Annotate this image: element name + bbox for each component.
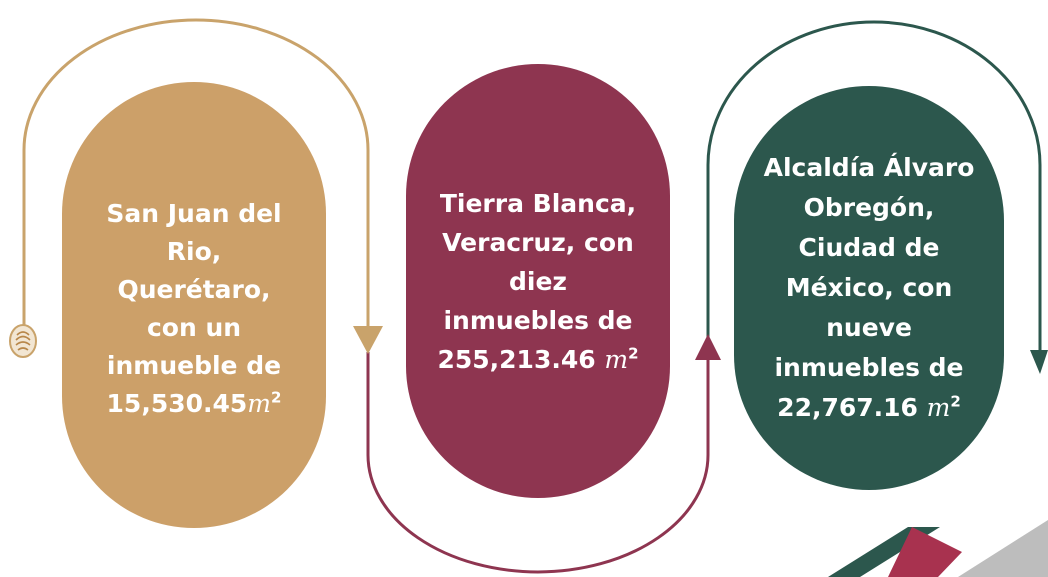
maroon-chevron-shape — [888, 527, 962, 577]
area-unit: m — [247, 389, 272, 418]
location-card-cdmx: Alcaldía Álvaro Obregón, Ciudad de Méxic… — [734, 86, 1004, 490]
location-text: San Juan del Rio, Querétaro, con un inmu… — [106, 195, 281, 423]
text-line: Rio, — [166, 237, 222, 266]
area-unit-exponent: 2 — [271, 388, 282, 407]
area-value: 255,213.46 m2 — [437, 340, 638, 379]
text-line: nueve — [826, 313, 912, 342]
text-line: México, con — [785, 273, 953, 302]
area-number: 22,767.16 — [777, 393, 918, 422]
text-line: diez — [509, 266, 567, 296]
location-text: Tierra Blanca, Veracruz, con diez inmueb… — [437, 184, 638, 379]
text-line: Alcaldía Álvaro — [763, 153, 975, 182]
gray-chevron-shape — [958, 520, 1048, 577]
area-number: 255,213.46 — [437, 344, 596, 374]
text-line: inmuebles de — [443, 305, 633, 335]
area-unit-exponent: 2 — [950, 392, 961, 411]
location-text: Alcaldía Álvaro Obregón, Ciudad de Méxic… — [764, 148, 975, 428]
gold-connector-line — [22, 18, 370, 330]
text-line: Obregón, — [803, 193, 935, 222]
arrow-down-icon — [353, 326, 383, 354]
green-connector-line — [706, 20, 1042, 352]
area-unit-exponent: 2 — [628, 344, 639, 363]
text-line: Ciudad de — [798, 233, 940, 262]
area-value: 22,767.16 m2 — [764, 388, 975, 428]
text-line: San Juan del — [106, 199, 282, 228]
arrow-up-icon — [695, 334, 721, 360]
text-line: con un — [146, 313, 242, 342]
area-unit: m — [604, 344, 629, 374]
arrow-down-icon — [1030, 350, 1048, 374]
location-card-veracruz: Tierra Blanca, Veracruz, con diez inmueb… — [406, 64, 670, 498]
location-card-queretaro: San Juan del Rio, Querétaro, con un inmu… — [62, 82, 326, 528]
text-line: inmueble de — [106, 351, 282, 380]
area-number: 15,530.45 — [106, 389, 248, 418]
text-line: Tierra Blanca, — [439, 188, 637, 218]
text-line: Querétaro, — [117, 275, 271, 304]
area-value: 15,530.45m2 — [106, 385, 282, 423]
text-line: Veracruz, con — [442, 227, 634, 257]
maroon-connector-line — [366, 352, 710, 574]
area-unit: m — [926, 393, 951, 422]
text-line: inmuebles de — [774, 353, 964, 382]
fingerprint-seal-icon — [9, 324, 37, 358]
